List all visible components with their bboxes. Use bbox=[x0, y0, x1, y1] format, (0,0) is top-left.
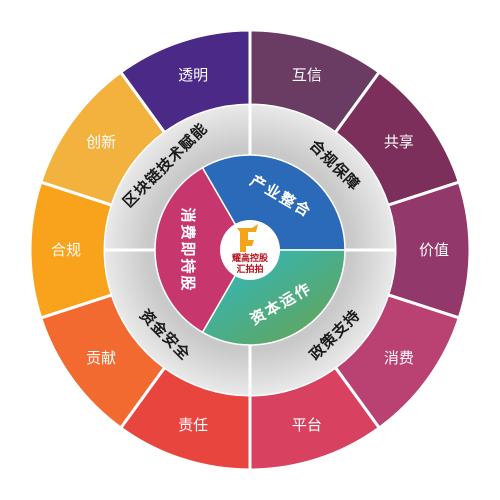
logo-emblem-icon bbox=[237, 224, 258, 252]
outer-label-4: 平台 bbox=[292, 416, 322, 434]
logo-line2: 汇拍拍 bbox=[236, 263, 263, 275]
outer-label-9: 透明 bbox=[178, 66, 208, 84]
outer-label-6: 贡献 bbox=[86, 349, 116, 367]
outer-label-1: 共享 bbox=[384, 133, 414, 151]
outer-label-8: 创新 bbox=[86, 133, 116, 151]
outer-label-0: 互信 bbox=[292, 66, 322, 84]
outer-label-5: 责任 bbox=[178, 416, 208, 434]
outer-label-7: 合规 bbox=[51, 241, 81, 259]
inner-label-2: 消费即持股 bbox=[179, 207, 197, 292]
center-logo: 耀高控股 汇拍拍 bbox=[220, 220, 280, 280]
outer-label-2: 价值 bbox=[419, 241, 449, 259]
logo-circle bbox=[220, 220, 280, 280]
inner-sector-2 bbox=[154, 166, 251, 334]
outer-label-3: 消费 bbox=[384, 349, 414, 367]
logo-line1: 耀高控股 bbox=[232, 252, 269, 264]
